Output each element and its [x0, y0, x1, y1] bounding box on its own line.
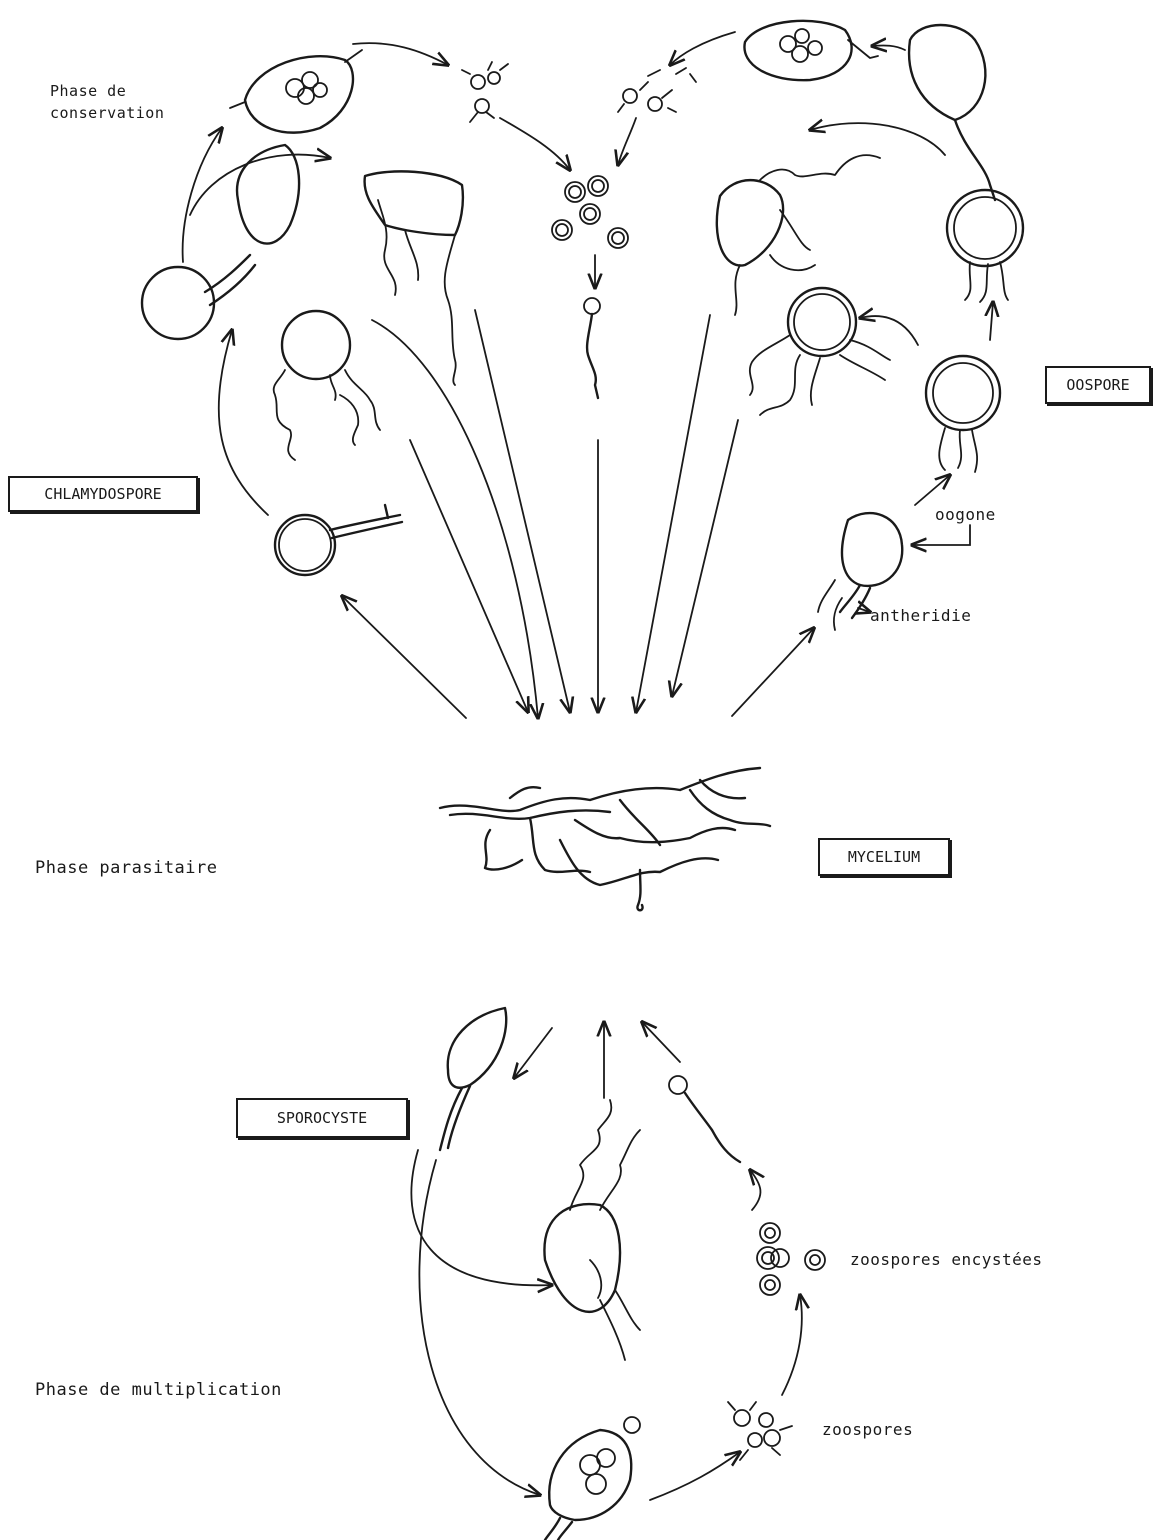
mycelium-drawing	[440, 768, 770, 910]
cycle-arrows	[183, 32, 993, 1500]
mycelium-box: MYCELIUM	[818, 838, 950, 876]
encysted-zoospores-bottom	[757, 1223, 825, 1295]
phase-parasitaire-label: Phase parasitaire	[35, 858, 218, 878]
germinating-zoospore-top	[584, 298, 600, 398]
chlamydospore-on-hypha	[275, 505, 402, 575]
antheridie-label: antheridie	[870, 606, 971, 625]
zoospores-encystees-label: zoospores encystées	[850, 1250, 1043, 1269]
oospore-hyphae-middle	[750, 288, 890, 415]
conservation-sporangium-left	[230, 50, 362, 133]
encysted-zoospores-top	[552, 176, 628, 248]
oospore-box: OOSPORE	[1045, 366, 1151, 404]
oospore-double-wall	[926, 356, 1000, 472]
oogone-label: oogone	[935, 505, 996, 524]
phase-multiplication-label: Phase de multiplication	[35, 1380, 282, 1400]
phase-conservation-label: Phase de conservation	[50, 80, 164, 124]
sporocyste-releasing	[545, 1417, 640, 1540]
zoospores-label: zoospores	[822, 1420, 913, 1439]
germinating-zoospore-bottom	[669, 1076, 740, 1162]
conservation-sporangium-right	[744, 21, 878, 80]
zoospores-top-left	[462, 62, 508, 122]
chlamydospore-box: CHLAMYDOSPORE	[8, 476, 198, 512]
germinated-sporangium-bottom	[544, 1100, 640, 1360]
zoospores-bottom	[728, 1402, 792, 1460]
oospore-germinating-sporangium	[909, 25, 1023, 302]
sporocyste-box: SPOROCYSTE	[236, 1098, 408, 1138]
sporocyste-drawing	[440, 1008, 506, 1150]
chlamydospore-with-sporangium	[142, 145, 299, 339]
germinated-oospore-hyphae	[717, 155, 880, 315]
germinating-chlamydospore-left	[274, 311, 380, 460]
zoospores-top-right	[618, 68, 696, 112]
